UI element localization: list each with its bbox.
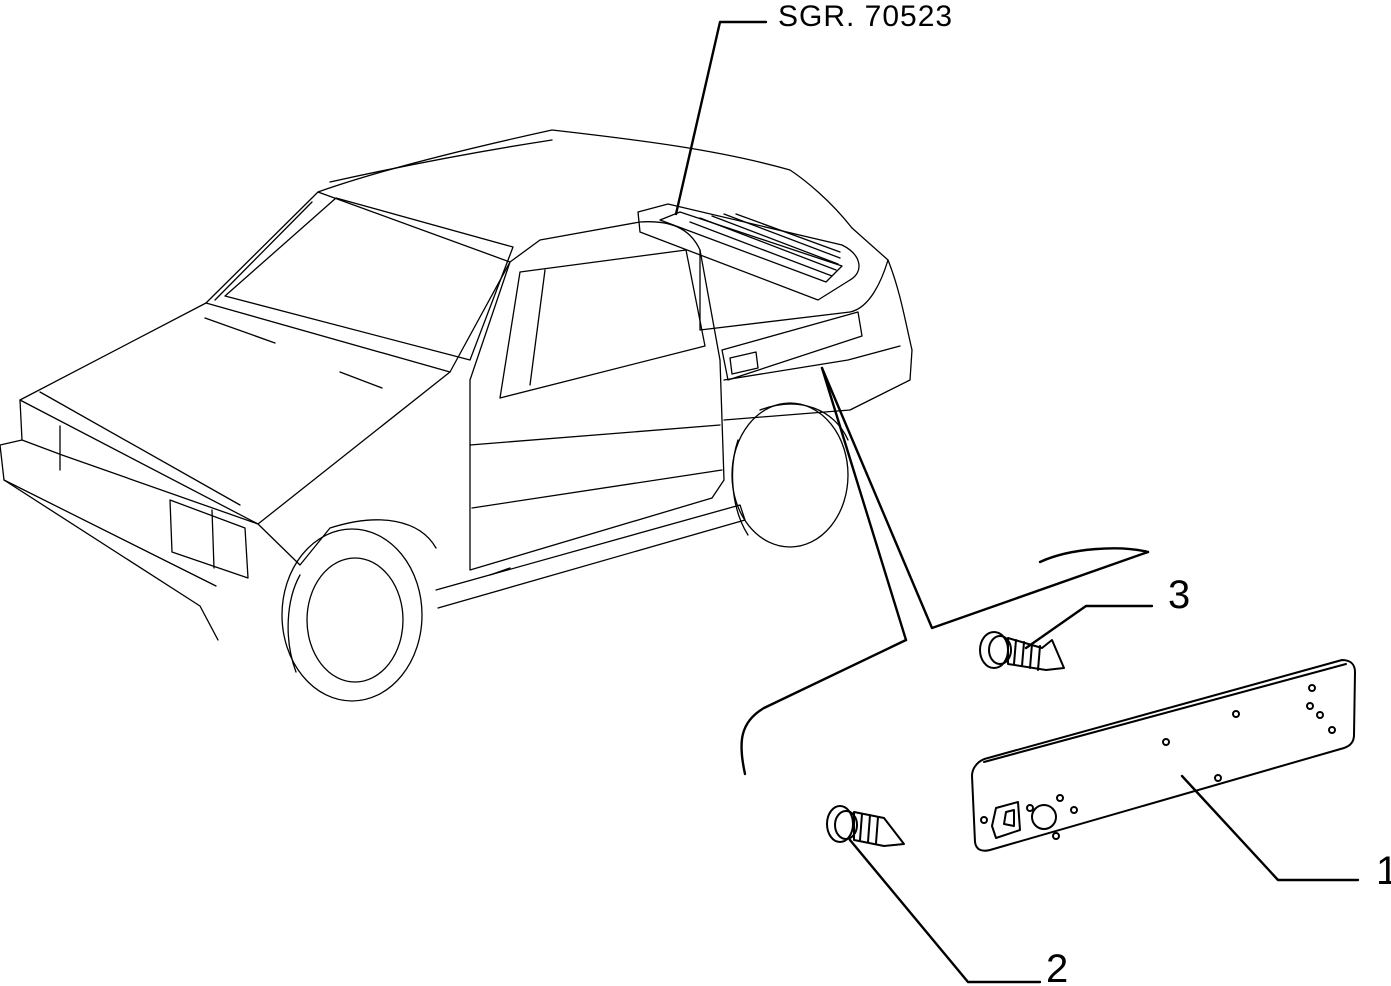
trim-panel-part [971,659,1356,852]
screw-part-lower [826,805,905,847]
group-reference-label: SGR. 70523 [778,0,953,33]
screw-part-upper [979,631,1065,671]
car-body-illustration [0,129,913,702]
callout-2-label: 2 [1046,947,1068,986]
callout-3-label: 3 [1168,573,1190,617]
callout-1-label: 1 [1376,849,1391,893]
leader-lines [674,20,1360,984]
